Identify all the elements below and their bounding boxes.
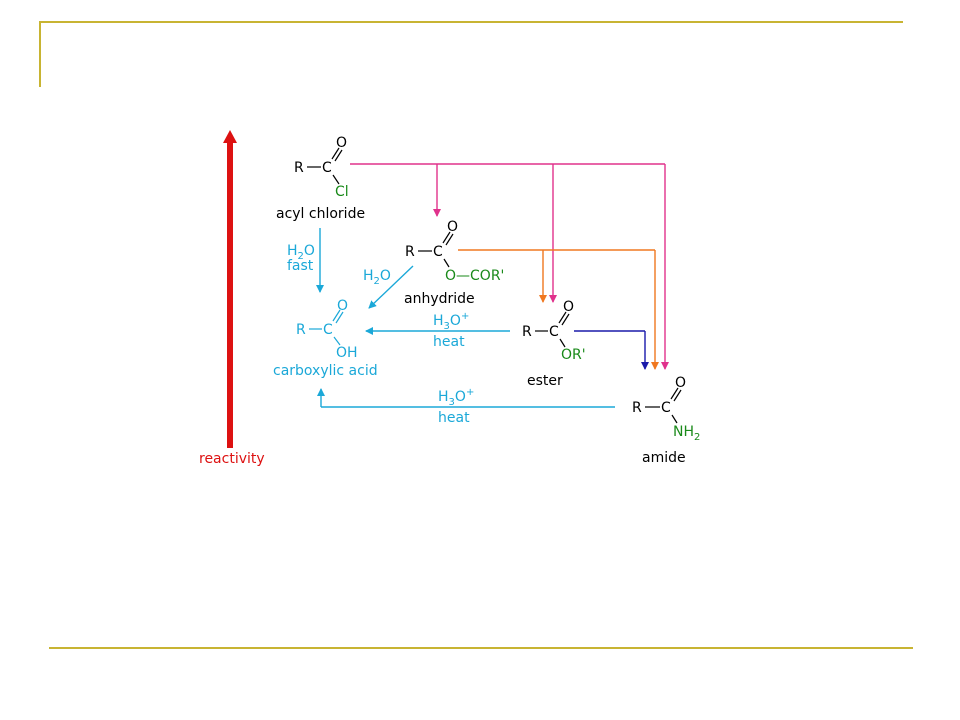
carboxylic-acid-oh: OH bbox=[336, 345, 358, 361]
slide-frame-bottom-line bbox=[49, 647, 913, 649]
slide-frame-top-line bbox=[39, 21, 903, 23]
acyl-chloride-o: O bbox=[336, 135, 347, 151]
ester-structure: R C O OR' bbox=[522, 299, 586, 363]
anhydride-conversion-arrows bbox=[458, 249, 659, 370]
ester-c: C bbox=[549, 324, 559, 340]
amide-name: amide bbox=[642, 450, 686, 466]
amide-o: O bbox=[675, 375, 686, 391]
anhydride-r: R bbox=[405, 244, 415, 260]
carboxylic-acid-c: C bbox=[323, 322, 333, 338]
carboxylic-acid-name: carboxylic acid bbox=[273, 363, 378, 379]
carboxylic-acid-o: O bbox=[337, 298, 348, 314]
amide-h3o-label: H3O+ bbox=[438, 387, 474, 408]
ester-o: O bbox=[563, 299, 574, 315]
ester-heat-label: heat bbox=[433, 334, 465, 350]
hydrolysis-arrows bbox=[316, 228, 615, 408]
acyl-chloride-structure: R C O Cl bbox=[294, 135, 349, 200]
amide-heat-label: heat bbox=[438, 410, 470, 426]
acyl-chloride-c: C bbox=[322, 160, 332, 176]
acyl-chloride-r: R bbox=[294, 160, 304, 176]
anhydride-c: C bbox=[433, 244, 443, 260]
ester-or: OR' bbox=[561, 347, 586, 363]
anhydride-ocor: O—COR' bbox=[445, 268, 504, 284]
acyl-fast-label: fast bbox=[287, 258, 314, 274]
slide-frame-left-line bbox=[39, 21, 41, 87]
anhydride-h2o-label: H2O bbox=[363, 268, 391, 287]
reactivity-label: reactivity bbox=[199, 451, 265, 467]
ester-r: R bbox=[522, 324, 532, 340]
anhydride-structure: R C O O—COR' bbox=[405, 219, 504, 284]
amide-nh2: NH2 bbox=[673, 424, 700, 443]
ester-to-amide-arrow bbox=[574, 330, 649, 370]
anhydride-name: anhydride bbox=[404, 291, 475, 307]
acyl-h2o-label: H2O bbox=[287, 243, 315, 262]
anhydride-o: O bbox=[447, 219, 458, 235]
amide-structure: R C O NH2 bbox=[632, 375, 700, 443]
amide-c: C bbox=[661, 400, 671, 416]
ester-h3o-label: H3O+ bbox=[433, 311, 469, 332]
reactivity-arrow bbox=[223, 130, 237, 448]
ester-name: ester bbox=[527, 373, 563, 389]
carboxylic-acid-r: R bbox=[296, 322, 306, 338]
acyl-chloride-conversion-arrows bbox=[350, 163, 669, 370]
acyl-chloride-cl: Cl bbox=[335, 184, 349, 200]
acyl-chloride-name: acyl chloride bbox=[276, 206, 365, 222]
amide-r: R bbox=[632, 400, 642, 416]
carboxylic-acid-structure: R C O OH bbox=[296, 298, 358, 361]
